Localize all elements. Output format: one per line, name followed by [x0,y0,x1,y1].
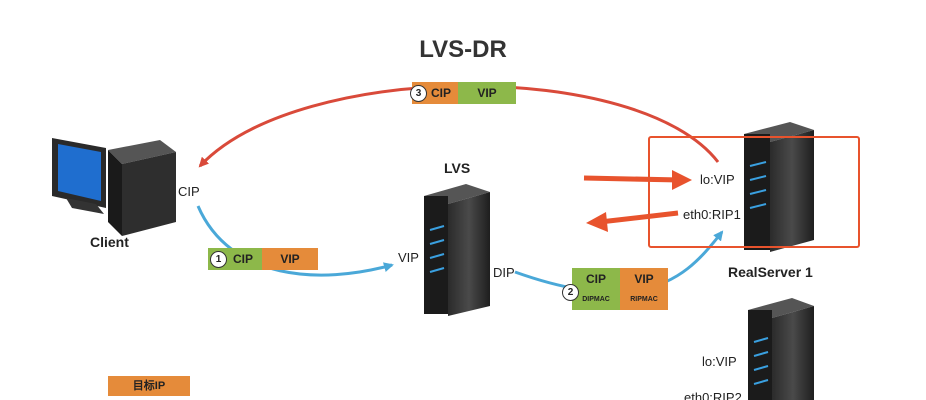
rs2-eth-label: eth0:RIP2 [684,390,742,400]
rs1-label: RealServer 1 [728,264,813,280]
packet-2-src-mac: DIPMAC [582,296,610,303]
packet-3-src: CIP [430,86,451,100]
packet-3-number: 3 [410,85,427,102]
legend-target-ip: 目标IP [108,376,190,396]
client-to-lvs-arrow [196,205,394,277]
packet-1-dst: VIP [280,252,300,266]
packet-2-dst-mac: RIPMAC [630,296,658,303]
packet-3-dst: VIP [477,86,497,100]
realserver1-highlight-box [648,136,860,248]
packet-2: CIP VIP DIPMAC RIPMAC 2 [562,268,668,310]
client-computer-icon [52,138,176,236]
packet-3: 3 CIP VIP [410,82,516,104]
rs1-eth-label: eth0:RIP1 [683,207,741,222]
client-ip-label: CIP [178,184,200,199]
client-label: Client [90,234,129,250]
realserver2-icon [748,298,814,400]
lvs-vip-label: VIP [398,250,419,265]
packet-1-number: 1 [210,251,227,268]
packet-1-src: CIP [232,252,253,266]
diagram-title: LVS-DR [419,36,507,63]
realserver1-icon [744,122,814,252]
packet-1: 1 CIP VIP [208,248,318,270]
lvs-label: LVS [444,160,471,176]
lvs-dip-label: DIP [493,265,515,280]
incoming-bold-arrow [583,175,681,183]
rs1-lo-label: lo:VIP [700,172,735,187]
rs2-lo-label: lo:VIP [702,354,737,369]
outgoing-bold-arrow [599,210,679,225]
lvs-server-icon [424,184,490,316]
packet-2-number: 2 [562,284,579,301]
packet-2-dst: VIP [634,271,654,286]
packet-2-src: CIP [585,271,606,286]
